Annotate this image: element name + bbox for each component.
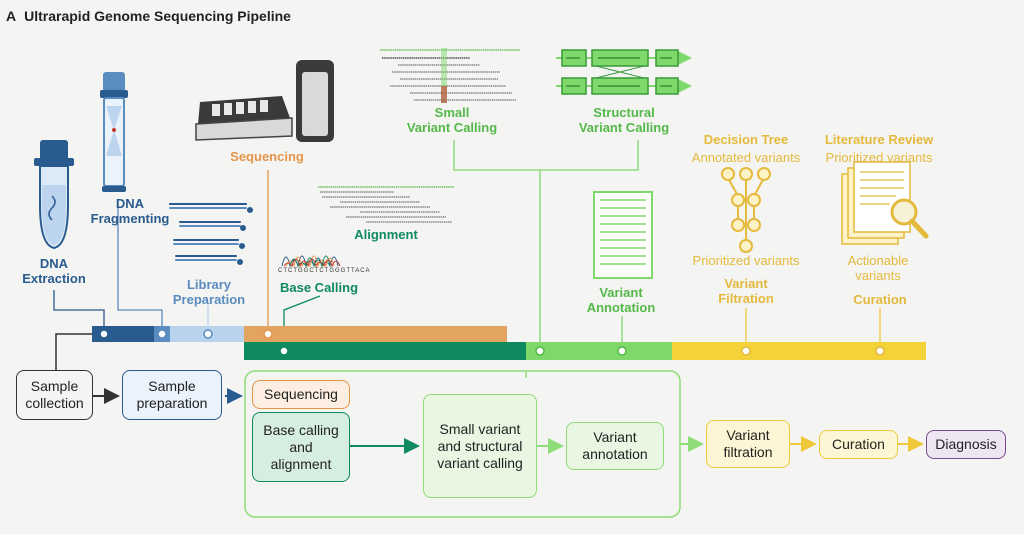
label-line: Extraction [22, 271, 86, 286]
box-line: collection [25, 395, 84, 411]
label-base-calling: Base Calling [279, 280, 359, 295]
box-diagnosis: Diagnosis [926, 430, 1006, 459]
figure-title: A Ultrarapid Genome Sequencing Pipeline [6, 8, 291, 24]
timeline-markers [99, 329, 885, 356]
label-line: Variant [599, 285, 643, 300]
label-line: DNA [39, 256, 69, 271]
box-line: Small variant [439, 420, 521, 437]
label-variant-annotation: Variant Annotation [578, 285, 664, 315]
box-line: preparation [136, 395, 208, 411]
dna-fragments-icon [169, 203, 253, 265]
label-prioritized-variants-tree: Prioritized variants [692, 253, 800, 268]
label-line: Actionable [847, 253, 909, 268]
sequencer-icon [195, 60, 334, 142]
label-dna-extraction: DNA Extraction [18, 256, 90, 286]
literature-review-icon [841, 161, 929, 245]
label-line: Library [186, 277, 232, 292]
box-line: variant calling [437, 454, 523, 471]
label-line: Preparation [172, 292, 246, 307]
label-line: Annotation [586, 300, 656, 315]
decision-tree-icon [721, 167, 771, 253]
label-line: Variant [724, 276, 768, 291]
label-line: Fragmenting [90, 211, 170, 226]
tube-icon [34, 140, 74, 250]
panel-letter: A [6, 8, 17, 24]
label-dna-fragmenting: DNA Fragmenting [90, 196, 170, 226]
box-line: Base calling [263, 421, 339, 438]
timeline-bars [92, 326, 926, 360]
box-sequencing: Sequencing [252, 380, 350, 409]
label-literature-review: Literature Review [824, 132, 934, 147]
label-line: DNA [115, 196, 145, 211]
structural-variant-icon [556, 49, 692, 95]
label-line: Variant Calling [578, 120, 670, 135]
label-alignment: Alignment [354, 227, 418, 242]
label-small-variant-calling: Small Variant Calling [396, 105, 508, 135]
label-actionable-variants: Actionable variants [830, 253, 926, 283]
box-line: Sample [30, 378, 79, 394]
label-curation-stage: Curation [853, 292, 907, 307]
small-variant-reads-icon [380, 48, 520, 103]
label-library-preparation: Library Preparation [166, 277, 252, 307]
box-line: Sample [148, 378, 196, 394]
label-line: variants [855, 268, 901, 283]
box-curation: Curation [819, 430, 898, 459]
box-line: filtration [723, 444, 773, 460]
label-line: Variant Calling [406, 120, 498, 135]
alignment-reads-icon [318, 186, 454, 223]
label-variant-filtration: Variant Filtration [700, 276, 792, 306]
box-line: annotation [582, 446, 648, 462]
annotation-sheet-icon [593, 191, 653, 279]
label-sequencing: Sequencing [230, 149, 304, 164]
label-line: Small [434, 105, 470, 120]
label-structural-variant-calling: Structural Variant Calling [570, 105, 678, 135]
box-line: Variant [726, 427, 770, 443]
flow-connectors [55, 333, 924, 518]
box-line: and [289, 438, 313, 455]
label-line: Filtration [718, 291, 774, 306]
label-line: Structural [593, 105, 655, 120]
box-line: Variant [593, 429, 637, 445]
label-prioritized-variants-lit: Prioritized variants [825, 150, 933, 165]
fragmenting-tube-icon [100, 72, 128, 192]
box-line: and structural [437, 437, 523, 454]
chromatogram-icon [281, 255, 341, 268]
label-decision-tree: Decision Tree [703, 132, 789, 147]
base-calling-sequence: CTCTGGCTCTGGGTTACA [278, 268, 371, 274]
box-line: alignment [270, 455, 332, 472]
title-text: Ultrarapid Genome Sequencing Pipeline [24, 8, 291, 24]
label-annotated-variants: Annotated variants [691, 150, 801, 165]
